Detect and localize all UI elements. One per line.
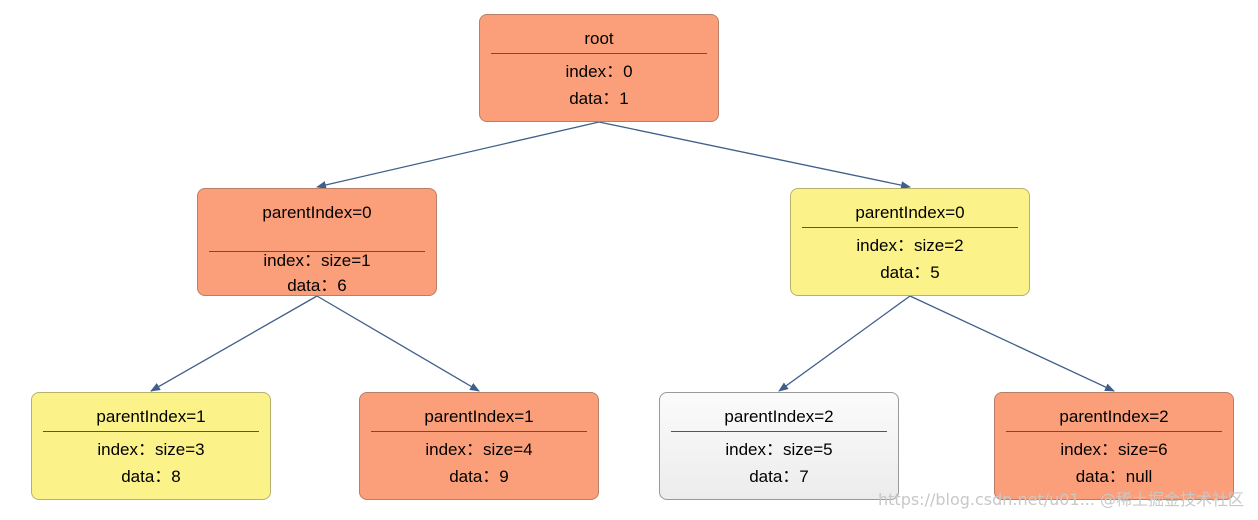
node-divider <box>802 227 1018 228</box>
node-4: parentIndex=1 index：size=4 data：9 <box>359 392 599 500</box>
node-index: index：size=2 <box>856 236 964 255</box>
node-index: index：0 <box>565 62 633 81</box>
node-data: data：8 <box>121 467 181 486</box>
node-divider <box>209 251 425 252</box>
node-title: parentIndex=0 <box>855 203 965 222</box>
node-divider <box>43 431 259 432</box>
node-root: root index：0 data：1 <box>479 14 719 122</box>
node-title: parentIndex=0 <box>262 203 372 222</box>
node-data: data：7 <box>749 467 809 486</box>
edge-n1-n3 <box>150 295 318 392</box>
node-index: index：size=3 <box>97 440 205 459</box>
edge-root-n2 <box>598 121 911 190</box>
node-title: parentIndex=2 <box>724 407 834 426</box>
node-title: parentIndex=1 <box>424 407 534 426</box>
node-divider <box>371 431 587 432</box>
node-1: parentIndex=0 index：size=1 data：6 <box>197 188 437 296</box>
edge-root-n1 <box>316 121 600 189</box>
node-index: index：size=6 <box>1060 440 1168 459</box>
node-3: parentIndex=1 index：size=3 data：8 <box>31 392 271 500</box>
node-index: index：size=5 <box>725 440 833 459</box>
edge-n1-n4 <box>316 295 480 392</box>
node-data: data：6 <box>287 276 347 295</box>
node-2: parentIndex=0 index：size=2 data：5 <box>790 188 1030 296</box>
node-index: index：size=4 <box>425 440 533 459</box>
watermark-text: https://blog.csdn.net/u01... @稀土掘金技术社区 <box>878 490 1244 509</box>
node-data: data：1 <box>569 89 629 108</box>
edge-n2-n5 <box>778 295 911 392</box>
node-divider <box>491 53 707 54</box>
node-data: data：5 <box>880 263 940 282</box>
node-divider <box>671 431 887 432</box>
node-data: data：9 <box>449 467 509 486</box>
node-data: data：null <box>1075 467 1153 486</box>
node-title: parentIndex=1 <box>96 407 206 426</box>
node-5: parentIndex=2 index：size=5 data：7 <box>659 392 899 500</box>
node-6: parentIndex=2 index：size=6 data：null <box>994 392 1234 500</box>
node-divider <box>1006 431 1222 432</box>
node-title: parentIndex=2 <box>1059 407 1169 426</box>
node-title: root <box>584 29 614 48</box>
edge-n2-n6 <box>909 295 1115 392</box>
node-index: index：size=1 <box>263 251 371 270</box>
